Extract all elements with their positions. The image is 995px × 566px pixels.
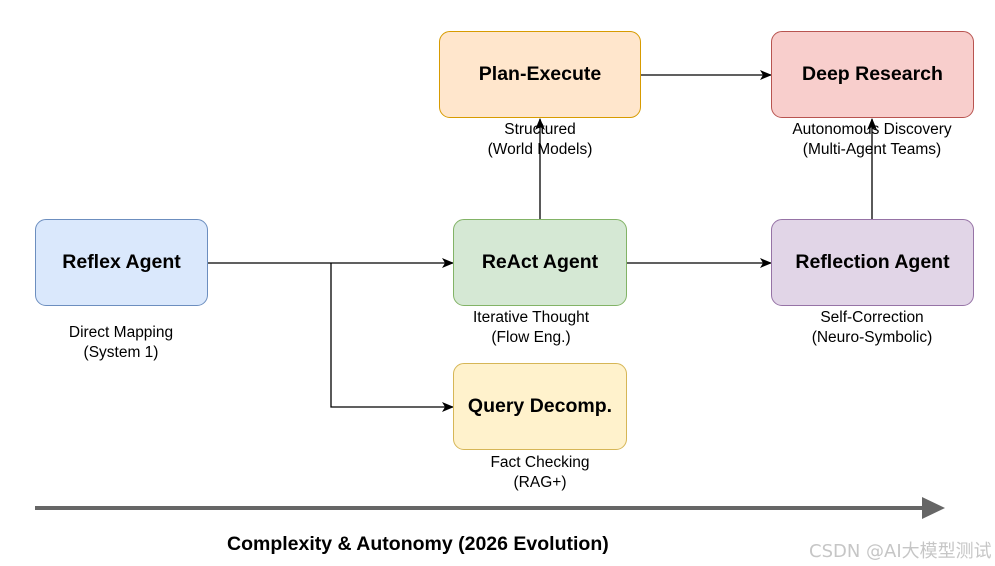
desc-query-decomp-line2: (RAG+) xyxy=(513,474,567,491)
desc-plan-execute: Structured (World Models) xyxy=(440,120,640,160)
node-react-agent-label: ReAct Agent xyxy=(481,251,599,273)
desc-reflex-agent: Direct Mapping (System 1) xyxy=(21,323,221,363)
desc-reflection-agent-line2: (Neuro-Symbolic) xyxy=(811,329,933,346)
desc-reflection-agent-line1: Self-Correction xyxy=(820,309,924,326)
desc-reflex-agent-line1: Direct Mapping xyxy=(68,324,174,341)
node-deep-research: Deep Research xyxy=(771,31,974,118)
node-reflex-agent: Reflex Agent xyxy=(35,219,208,306)
axis-arrow-head xyxy=(922,497,945,519)
desc-deep-research: Autonomous Discovery (Multi-Agent Teams) xyxy=(762,120,982,160)
node-query-decomp: Query Decomp. xyxy=(453,363,627,450)
desc-react-agent-line1: Iterative Thought xyxy=(472,309,590,326)
axis-title: Complexity & Autonomy (2026 Evolution) xyxy=(227,533,609,555)
desc-react-agent-line2: (Flow Eng.) xyxy=(491,329,571,346)
desc-plan-execute-line2: (World Models) xyxy=(487,141,593,158)
watermark: CSDN @AI大模型测试 xyxy=(809,541,992,562)
desc-deep-research-line2: (Multi-Agent Teams) xyxy=(802,141,942,158)
node-reflection-agent: Reflection Agent xyxy=(771,219,974,306)
desc-query-decomp-line1: Fact Checking xyxy=(490,454,590,471)
node-query-decomp-label: Query Decomp. xyxy=(467,395,613,417)
node-reflex-agent-label: Reflex Agent xyxy=(62,251,181,273)
node-react-agent: ReAct Agent xyxy=(453,219,627,306)
desc-reflex-agent-line2: (System 1) xyxy=(83,344,159,361)
desc-plan-execute-line1: Structured xyxy=(504,121,576,138)
node-deep-research-label: Deep Research xyxy=(802,63,943,85)
edge-reflex-to-query-decomp xyxy=(330,263,454,412)
node-plan-execute-label: Plan-Execute xyxy=(478,63,602,85)
desc-deep-research-line1: Autonomous Discovery xyxy=(792,121,952,138)
desc-reflection-agent: Self-Correction (Neuro-Symbolic) xyxy=(762,308,982,348)
desc-query-decomp: Fact Checking (RAG+) xyxy=(440,453,640,493)
desc-react-agent: Iterative Thought (Flow Eng.) xyxy=(431,308,631,348)
node-plan-execute: Plan-Execute xyxy=(439,31,641,118)
node-reflection-agent-label: Reflection Agent xyxy=(795,251,950,273)
